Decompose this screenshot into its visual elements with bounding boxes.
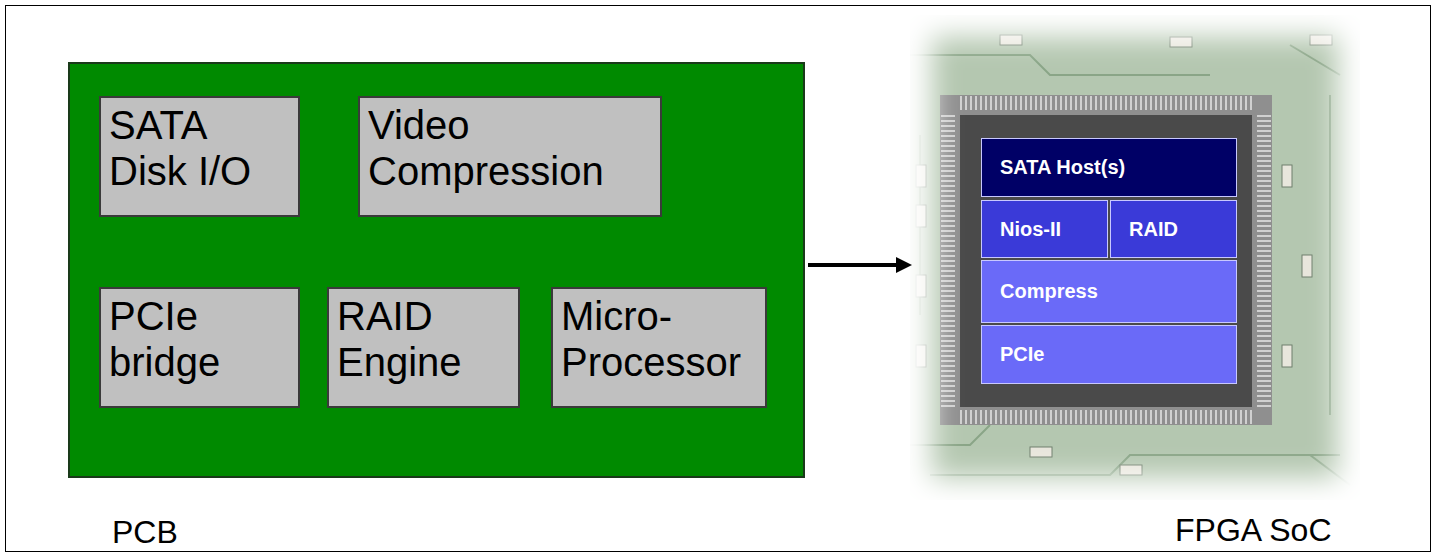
block-label: SATA Host(s) bbox=[1000, 156, 1125, 179]
ip-block: SATA Host(s) bbox=[981, 138, 1237, 197]
ip-block: PCIe bbox=[981, 325, 1237, 384]
fpga-chip: FPGA SoCSATA Host(s)Nios-IIRAIDCompressP… bbox=[910, 15, 1360, 500]
block-label: PCIe bridge bbox=[109, 293, 290, 385]
ip-block: Nios-II bbox=[981, 200, 1108, 258]
function-block: RAID Engine bbox=[327, 287, 520, 408]
ip-block: RAID bbox=[1110, 200, 1237, 258]
figure-caption: PCB bbox=[112, 514, 178, 551]
function-block: Video Compression bbox=[358, 96, 662, 217]
function-block: SATA Disk I/O bbox=[99, 96, 300, 217]
block-label: PCIe bbox=[1000, 343, 1044, 366]
block-label: Nios-II bbox=[1000, 218, 1061, 241]
flow-arrow bbox=[808, 257, 912, 273]
function-block: PCIe bridge bbox=[99, 287, 300, 408]
block-label: Micro-Processor bbox=[561, 293, 757, 385]
pcb-board: PCBSATA Disk I/OVideo CompressionPCIe br… bbox=[68, 62, 805, 478]
block-label: RAID Engine bbox=[337, 293, 510, 385]
block-label: Compress bbox=[1000, 280, 1098, 303]
figure-caption: FPGA SoC bbox=[1175, 512, 1332, 549]
block-label: RAID bbox=[1129, 218, 1178, 241]
ip-block: Compress bbox=[981, 260, 1237, 323]
block-label: SATA Disk I/O bbox=[109, 102, 290, 194]
block-label: Video Compression bbox=[368, 102, 652, 194]
function-block: Micro-Processor bbox=[551, 287, 767, 408]
